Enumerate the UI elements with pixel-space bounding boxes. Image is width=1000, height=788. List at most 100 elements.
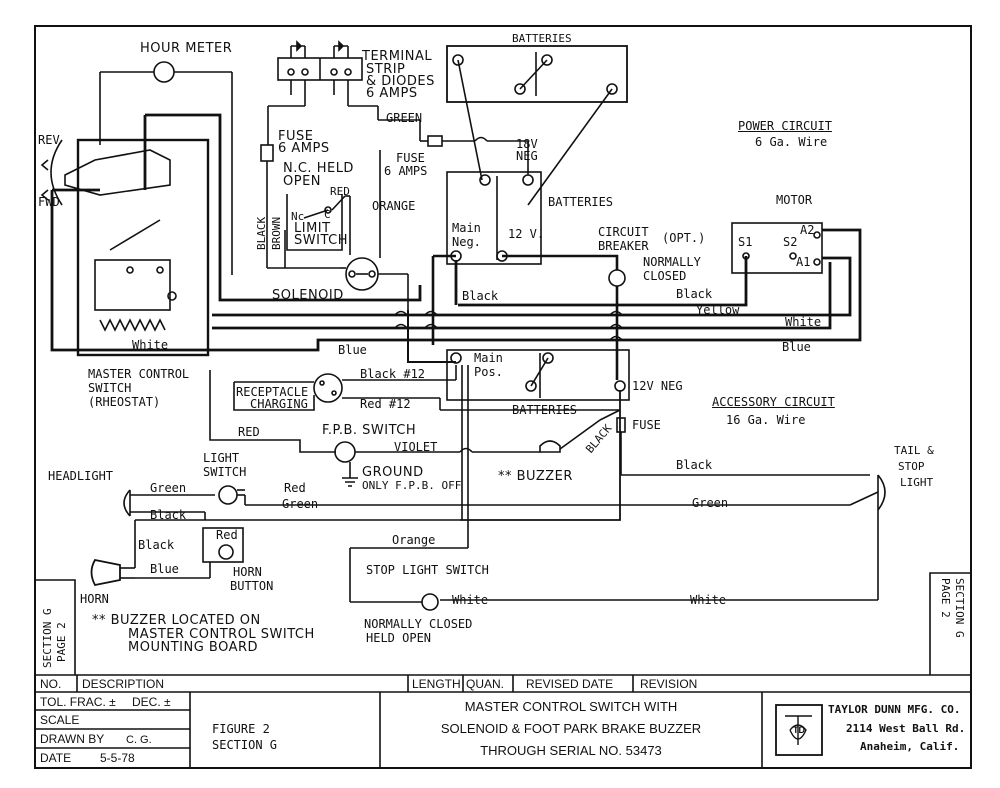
fpb-switch-label: F.P.B. SWITCH (322, 423, 417, 438)
batteries-low-label: BATTERIES (512, 403, 578, 417)
hour-meter-label: HOUR METER (140, 41, 233, 56)
master-control-switch-label-1: MASTER CONTROL (88, 367, 190, 381)
neg-18v-label-2: NEG (516, 149, 538, 163)
main-pos-label-1: Main (474, 351, 503, 365)
limit-switch-label-2: SWITCH (294, 233, 348, 248)
master-control-switch-label-3: (RHEOSTAT) (88, 395, 161, 409)
horn-button-label-1: HORN (233, 565, 262, 579)
batteries-top-label: BATTERIES (512, 32, 572, 45)
accessory-circuit-heading: ACCESSORY CIRCUIT (712, 395, 835, 409)
red-12-wire-label: Red #12 (360, 397, 411, 411)
company-address-2: Anaheim, Calif. (860, 740, 960, 753)
black-headlight-wire-label: Black (150, 508, 187, 522)
brown-vertical-label: BROWN (270, 216, 283, 250)
12v-top-label: 12 V. (508, 227, 545, 241)
drawing-title-line-3: THROUGH SERIAL NO. 53473 (480, 743, 662, 758)
black-main-wire-label: Black (462, 289, 499, 303)
blue-horn-wire-label: Blue (150, 562, 179, 576)
title-block-revised-date: REVISED DATE (526, 677, 614, 691)
main-neg-label-2: Neg. (452, 235, 481, 249)
title-block-description: DESCRIPTION (82, 677, 165, 691)
title-block-quan: QUAN. (466, 677, 505, 691)
title-block-dec: DEC. ± (132, 695, 171, 709)
white-msw-wire-label: White (132, 338, 169, 352)
fuse2-label-1: FUSE (396, 151, 425, 165)
title-block-drawn-by-value: C. G. (126, 734, 152, 746)
limit-switch-label-1: LIMIT (294, 221, 331, 236)
section-right-label-2: PAGE 2 (939, 578, 952, 618)
power-circuit-wire-gauge: 6 Ga. Wire (755, 135, 828, 149)
company-logo-letters: TD (793, 725, 805, 735)
main-pos-label-2: Pos. (474, 365, 503, 379)
nc-held-open-label-1: N.C. HELD (283, 161, 354, 176)
red-wire-label-2: RED (238, 425, 260, 439)
buzzer-note-line-2: MASTER CONTROL SWITCH (128, 627, 315, 642)
horn-button-label-2: BUTTON (230, 579, 274, 593)
buzzer-note-line-3: MOUNTING BOARD (128, 640, 259, 655)
fuse1-label-2: 6 AMPS (278, 141, 330, 156)
black-vertical-label: BLACK (255, 216, 268, 250)
buzzer-note-line-1: ** BUZZER LOCATED ON (92, 613, 261, 628)
receptacle-label-1: RECEPTACLE (236, 385, 309, 399)
master-control-switch-label-2: SWITCH (88, 381, 132, 395)
normally-closed-cb-label-2: CLOSED (643, 269, 687, 283)
neg-18v-label-1: 18V (516, 137, 538, 151)
terminal-strip-label-1: TERMINAL (362, 49, 433, 64)
receptacle-label-2: CHARGING (250, 397, 308, 411)
black-horn-wire-label: Black (138, 538, 175, 552)
horn-label: HORN (80, 592, 109, 606)
rev-label: REV (38, 133, 60, 147)
black-motor-wire-label: Black (676, 287, 713, 301)
a2-terminal-label: A2 (800, 223, 815, 237)
company-address-1: 2114 West Ball Rd. (846, 722, 966, 735)
ground-label-1: GROUND (362, 465, 424, 480)
green-headlight-wire-label: Green (150, 481, 187, 495)
s1-terminal-label: S1 (738, 235, 753, 249)
headlight-label: HEADLIGHT (48, 469, 114, 483)
title-block-date: DATE (40, 751, 72, 765)
light-switch-label-1: LIGHT (203, 451, 240, 465)
white-motor-wire-label: White (785, 315, 822, 329)
section-right-label-1: SECTION G (953, 578, 966, 638)
red-horn-wire-label: Red (216, 528, 238, 542)
fwd-label: FWD (38, 195, 60, 209)
company-name: TAYLOR DUNN MFG. CO. (828, 703, 961, 716)
tail-stop-label-1: TAIL & (894, 444, 934, 457)
blue-mid-wire-label: Blue (338, 343, 367, 357)
terminal-strip-label-2: STRIP (366, 62, 406, 77)
red-wire-label-1: RED (330, 185, 350, 198)
black-accessory-wire-label: Black (676, 458, 713, 472)
terminal-strip-label-3: & DIODES (366, 74, 435, 89)
title-block-tolerance: TOL. FRAC. ± (40, 695, 116, 709)
accessory-fuse-label: FUSE (632, 418, 661, 432)
drawing-title-line-1: MASTER CONTROL SWITCH WITH (464, 699, 678, 714)
c-terminal-label: C (324, 208, 331, 221)
fuse2-label-2: 6 AMPS (384, 164, 428, 178)
circuit-breaker-label-2: BREAKER (598, 239, 649, 253)
nc-held-open-label-2: OPEN (283, 174, 322, 189)
section-left-label-2: PAGE 2 (55, 622, 68, 662)
tail-stop-label-2: STOP (898, 460, 925, 473)
power-circuit-heading: POWER CIRCUIT (738, 119, 832, 133)
tail-stop-label-3: LIGHT (900, 476, 934, 489)
black-12-wire-label: Black #12 (360, 367, 426, 381)
section-left-label-1: SECTION G (41, 608, 54, 668)
title-block-date-value: 5-5-78 (100, 751, 135, 765)
motor-label: MOTOR (776, 193, 813, 207)
red-headlight-wire-label: Red (284, 481, 306, 495)
circuit-breaker-label-1: CIRCUIT (598, 225, 649, 239)
a1-terminal-label: A1 (796, 255, 811, 269)
main-neg-label-1: Main (452, 221, 481, 235)
normally-closed-held-open-label-1: NORMALLY CLOSED (364, 617, 473, 631)
violet-wire-label: VIOLET (394, 440, 438, 454)
batteries-mid-label: BATTERIES (548, 195, 614, 209)
drawing-title-line-2: SOLENOID & FOOT PARK BRAKE BUZZER (440, 721, 702, 736)
title-block-drawn-by: DRAWN BY (40, 732, 105, 746)
light-switch-label-2: SWITCH (203, 465, 247, 479)
nc-terminal-label: Nc (291, 210, 305, 223)
title-block-section: SECTION G (212, 738, 278, 752)
yellow-wire-label: Yellow (696, 303, 740, 317)
title-block-revision: REVISION (640, 677, 698, 691)
ground-label-2: ONLY F.P.B. OFF (362, 479, 462, 492)
